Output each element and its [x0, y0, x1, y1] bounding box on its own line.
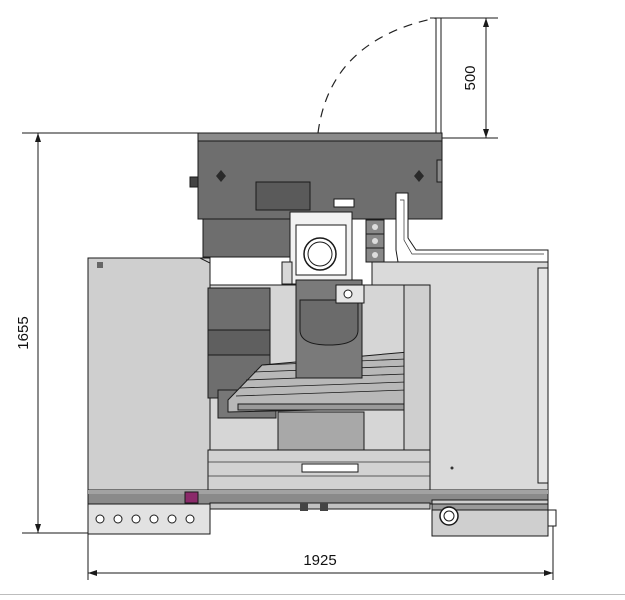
bottom-rule: [0, 594, 625, 595]
right-enclosure: [371, 261, 549, 491]
dimension-width-label: 1925: [303, 552, 336, 569]
coolant-tank: [431, 499, 557, 537]
left-foot-plate: [87, 503, 211, 535]
spindle-assembly: [281, 211, 385, 379]
left-enclosure: [87, 257, 211, 491]
spindle-housing: [189, 132, 443, 258]
dimension-clearance-label: 500: [462, 65, 479, 90]
dimension-height-label: 1655: [15, 316, 32, 349]
door-swing: [317, 17, 442, 137]
inner-bay: [207, 284, 431, 453]
indicator-block: [184, 491, 199, 504]
right-duct: [395, 192, 549, 263]
